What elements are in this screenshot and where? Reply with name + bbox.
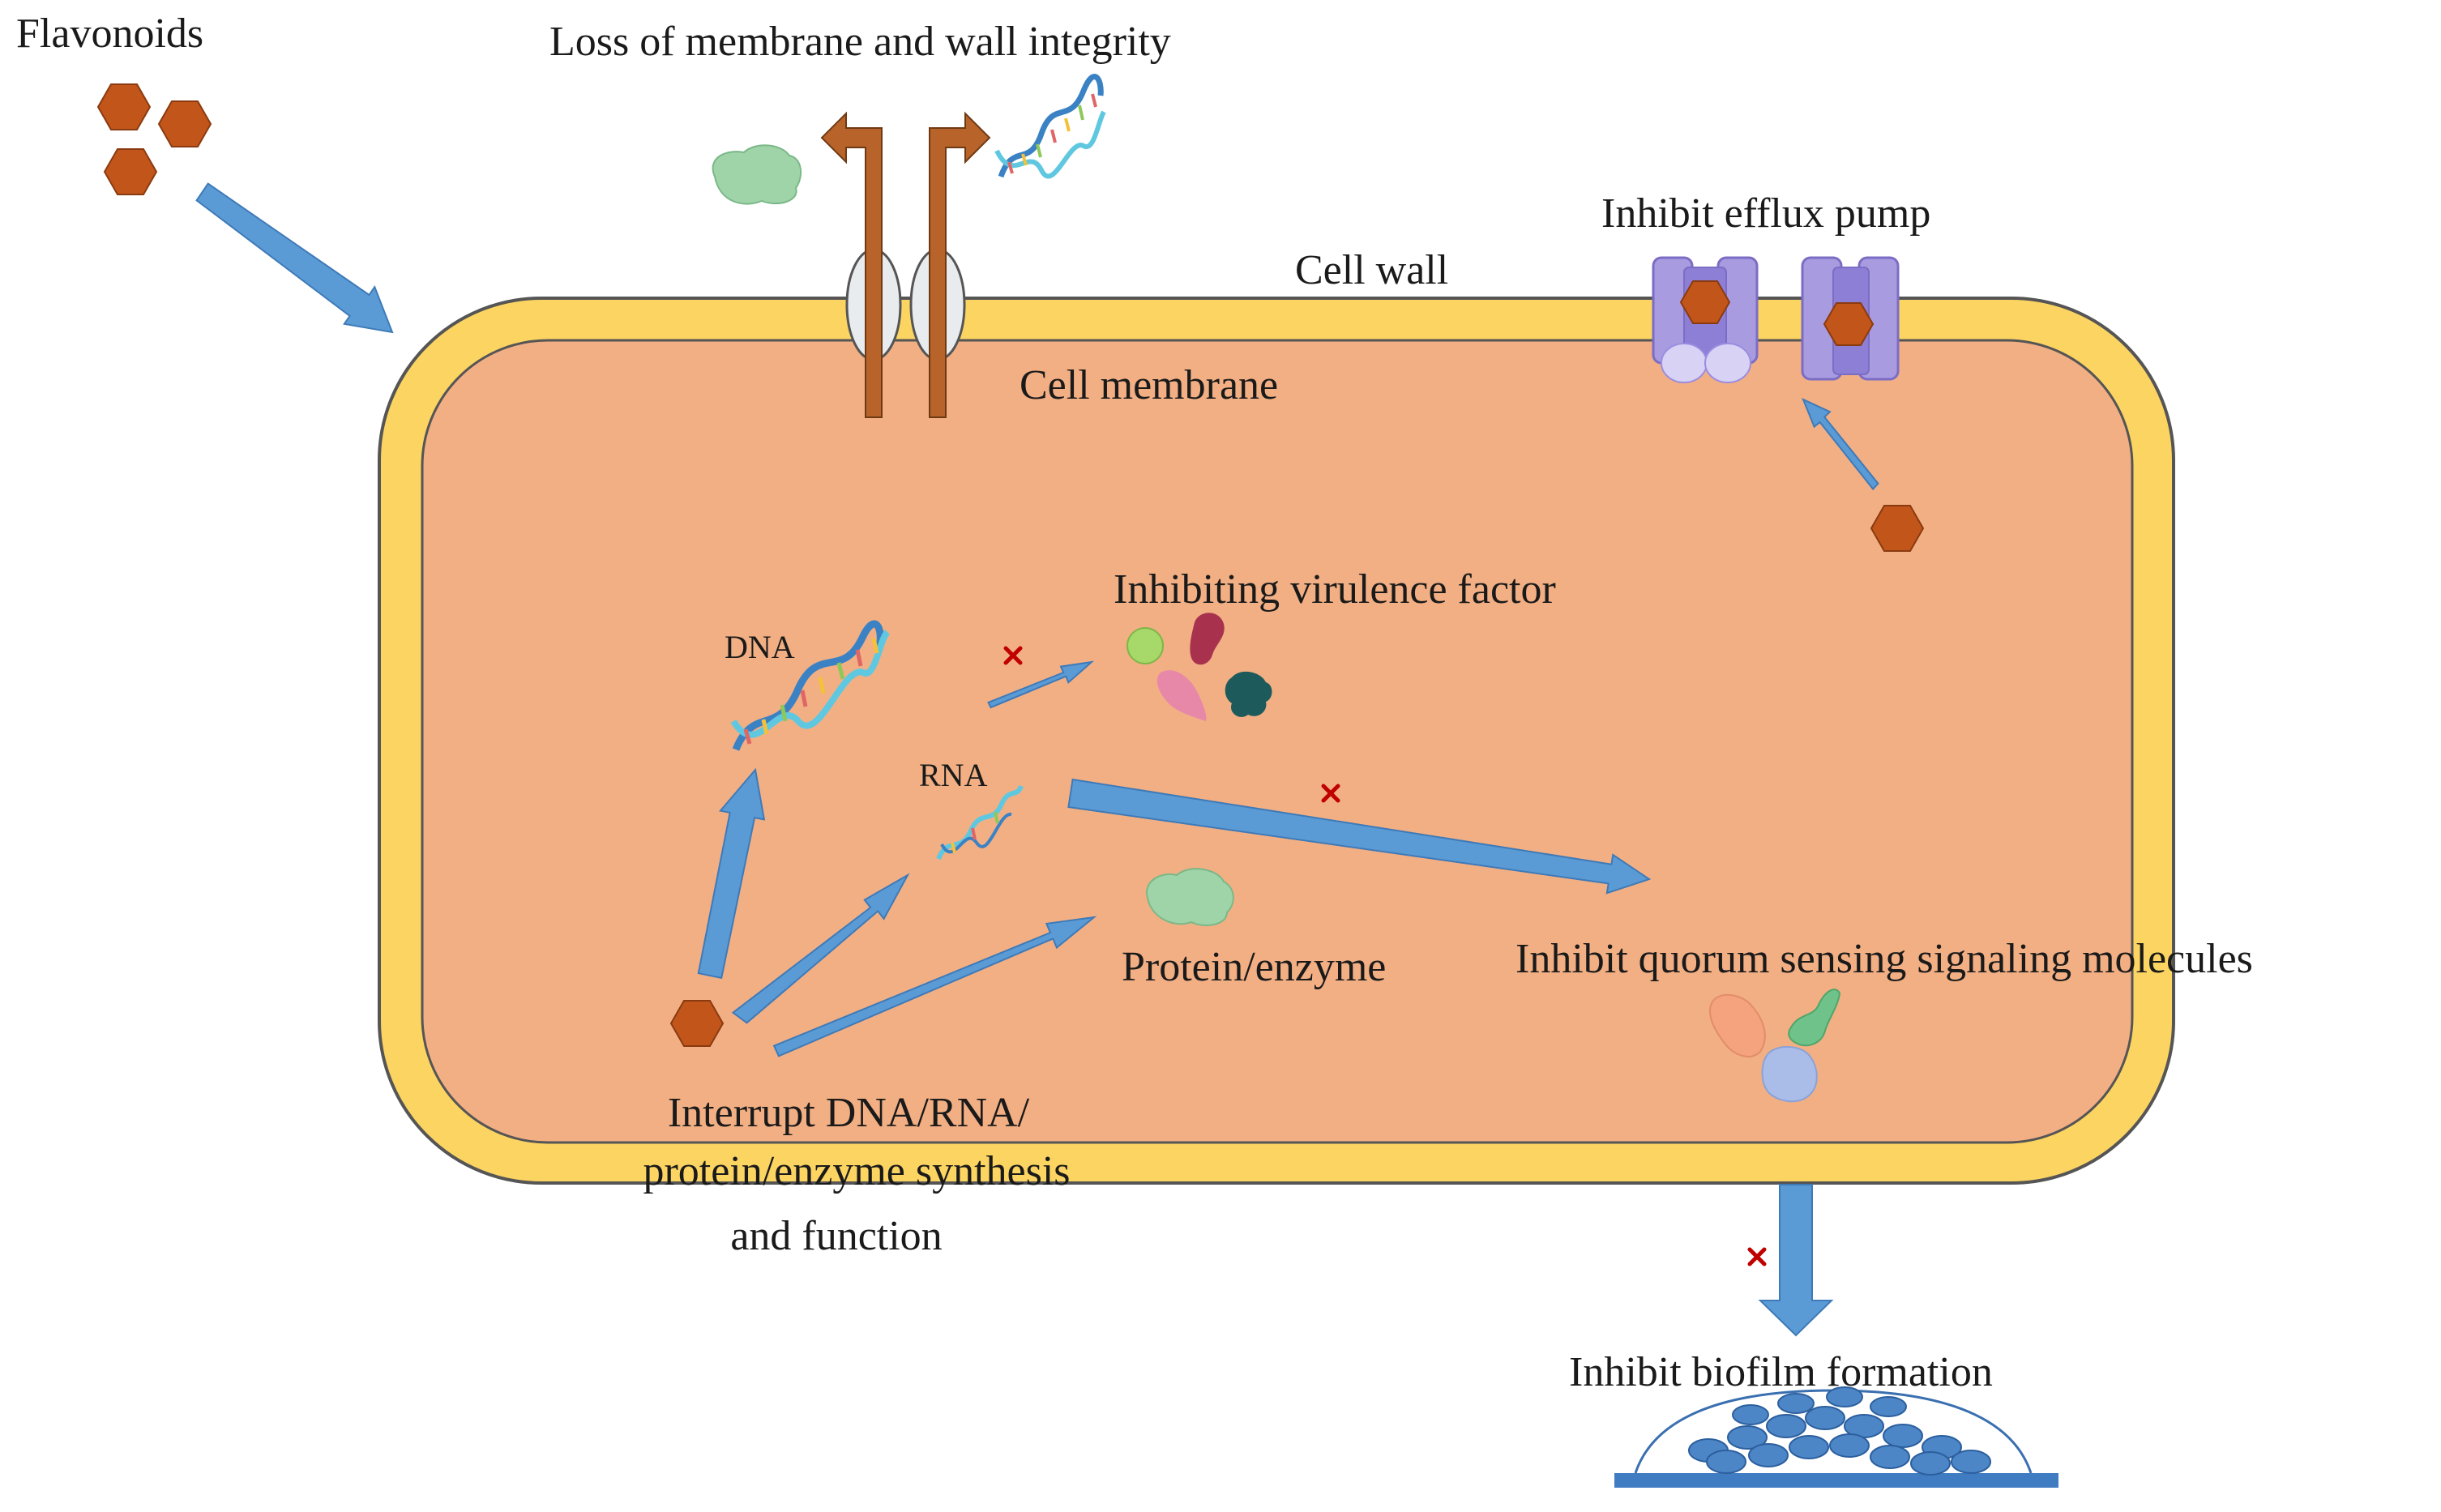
arrow-to-protein — [772, 916, 1097, 1057]
leaked-protein-icon — [712, 144, 802, 205]
label-inhibiting-virulence: Inhibiting virulence factor — [1114, 566, 1556, 613]
efflux-pumps — [1652, 256, 1925, 552]
leaked-dna-icon — [994, 74, 1106, 179]
label-protein-enzyme: Protein/enzyme — [1122, 944, 1386, 990]
flavonoid-hexagon-icon — [157, 100, 212, 147]
rna-strand-icon — [936, 784, 1024, 861]
label-dna: DNA — [725, 629, 795, 665]
label-interrupt-line1: Interrupt DNA/RNA/ — [668, 1090, 1030, 1136]
flavonoid-hexagon-icon — [96, 83, 152, 130]
block-mark-virulence — [1003, 646, 1023, 665]
dna-helix-icon — [730, 620, 891, 751]
quorum-sensing-molecule-icons — [1709, 989, 1841, 1103]
label-interrupt-line3: and function — [730, 1213, 942, 1259]
flavonoid-hexagon-icon — [1823, 302, 1875, 346]
arrow-to-virulence-factor — [987, 660, 1095, 709]
flavonoid-hexagon-icon — [669, 1000, 725, 1047]
label-loss-integrity: Loss of membrane and wall integrity — [549, 19, 1171, 65]
biofilm-icon — [1614, 1386, 2058, 1488]
channel-right — [929, 111, 991, 418]
arrow-to-quorum-sensing — [1067, 778, 1652, 895]
qs-molecule-orange-icon — [1709, 993, 1766, 1057]
arrow-to-biofilm — [1758, 1184, 1834, 1337]
virulence-factor-green-icon — [1126, 627, 1164, 664]
flavonoid-cluster — [96, 83, 212, 195]
flavonoid-hexagon-icon — [1870, 505, 1925, 552]
protein-enzyme-icon — [1146, 868, 1234, 926]
efflux-pump-icon — [1801, 256, 1900, 381]
label-interrupt-line2: protein/enzyme synthesis — [643, 1148, 1070, 1194]
arrows — [195, 182, 1879, 1337]
label-rna: RNA — [919, 757, 988, 793]
arrow-to-dna — [697, 767, 766, 980]
block-marks — [1003, 646, 1767, 1266]
virulence-factor-pink-icon — [1156, 670, 1207, 721]
qs-molecule-blue-icon — [1761, 1046, 1818, 1103]
labels: Flavonoids Loss of membrane and wall int… — [16, 11, 2253, 1395]
flavonoid-hexagon-icon — [1679, 280, 1731, 324]
arrow-to-rna — [731, 873, 910, 1024]
block-mark-biofilm — [1747, 1247, 1767, 1266]
block-mark-quorum — [1321, 784, 1340, 803]
flavonoid-hexagon-icon — [103, 148, 158, 195]
cytoplasm — [421, 339, 2134, 1144]
label-inhibit-quorum: Inhibit quorum sensing signaling molecul… — [1515, 936, 2253, 982]
membrane-channels — [712, 74, 1106, 418]
virulence-factor-icons — [1126, 613, 1272, 721]
label-cell-membrane: Cell membrane — [1020, 362, 1278, 408]
label-flavonoids: Flavonoids — [16, 11, 203, 57]
qs-molecule-green-icon — [1788, 989, 1841, 1047]
virulence-factor-maroon-icon — [1190, 613, 1225, 665]
channel-left — [820, 111, 883, 418]
arrow-flavonoids-into-cell — [195, 182, 394, 334]
label-cell-wall: Cell wall — [1295, 247, 1448, 293]
bacterial-cell — [378, 297, 2175, 1185]
arrow-to-efflux-pump — [1802, 398, 1879, 491]
label-inhibit-biofilm: Inhibit biofilm formation — [1569, 1349, 1993, 1395]
virulence-factor-teal-icon — [1225, 671, 1272, 717]
label-inhibit-efflux: Inhibit efflux pump — [1601, 190, 1930, 237]
efflux-pump-icon — [1652, 256, 1759, 383]
